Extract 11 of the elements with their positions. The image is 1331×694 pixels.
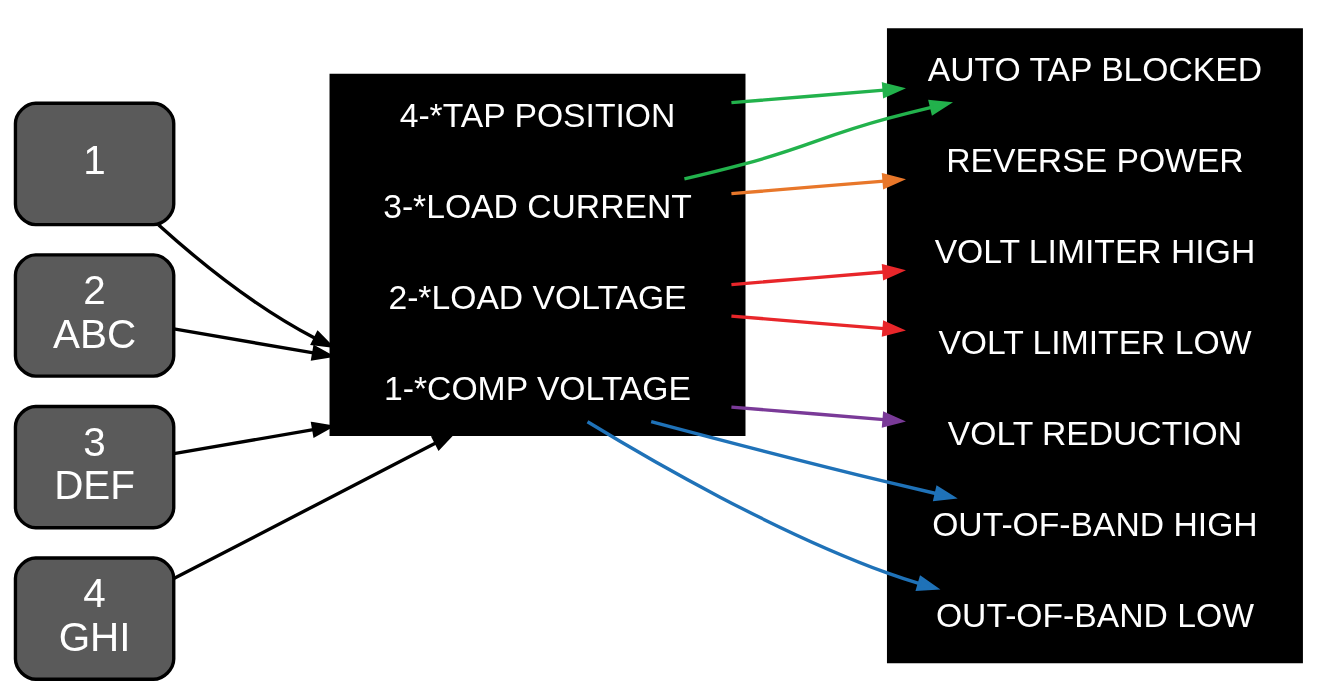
node-text: 4-*TAP POSITION (399, 96, 676, 134)
node-text: 3-*LOAD CURRENT (383, 187, 692, 225)
node-text: REVERSE POWER (946, 141, 1244, 179)
node-text: OUT-OF-BAND HIGH (932, 505, 1258, 543)
node-text: OUT-OF-BAND LOW (935, 596, 1254, 634)
node-text: 1-*COMP VOLTAGE (384, 369, 691, 407)
node-text: VOLT LIMITER LOW (938, 323, 1252, 361)
node-text: VOLT REDUCTION (947, 414, 1243, 452)
node-text: AUTO TAP BLOCKED (927, 50, 1263, 88)
node-text: VOLT LIMITER HIGH (934, 232, 1256, 270)
node-text: 2-*LOAD VOLTAGE (388, 278, 687, 316)
